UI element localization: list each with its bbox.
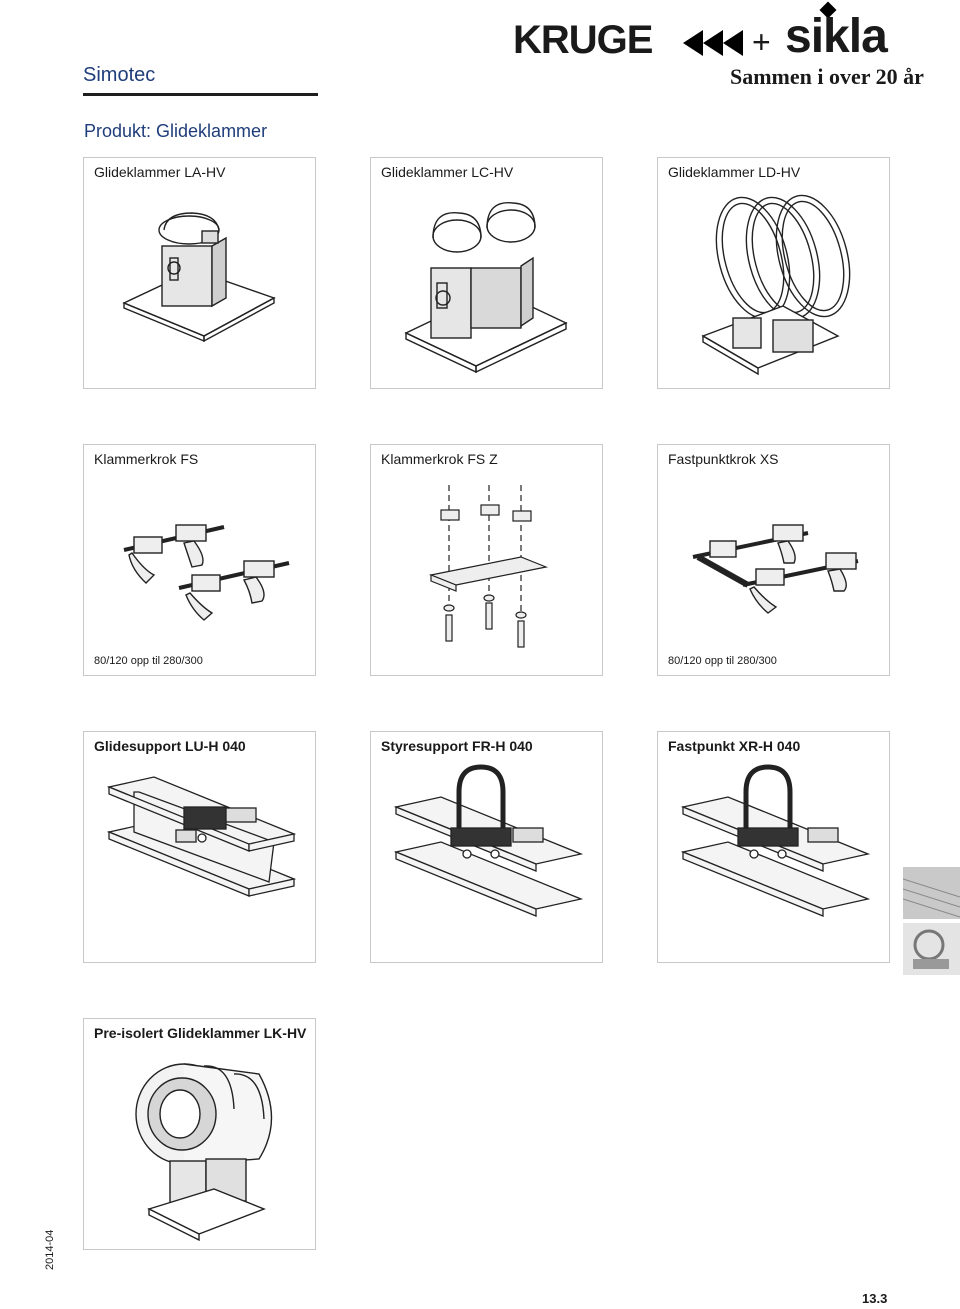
product-card: Fastpunkt XR-H 040: [657, 731, 890, 963]
page-number: 13.3: [862, 1291, 888, 1306]
clamp-hook-exploded-icon: [428, 485, 549, 648]
product-note: 80/120 opp til 280/300: [668, 655, 777, 667]
logo-plus: +: [752, 24, 771, 60]
insulated-pipe-clamp-icon: [135, 1063, 273, 1242]
product-title: Pre-isolert Glideklammer LK-HV: [94, 1025, 307, 1041]
product-title: Glideklammer LA-HV: [94, 164, 226, 180]
kruge-logo: KRUGE: [513, 18, 653, 62]
product-card: Glideklammer LA-HV: [83, 157, 316, 389]
product-card: Pre-isolert Glideklammer LK-HV: [83, 1018, 316, 1250]
product-note: 80/120 opp til 280/300: [94, 655, 203, 667]
header-rule: [83, 93, 318, 96]
product-title: Fastpunkt XR-H 040: [668, 738, 801, 754]
product-title: Klammerkrok FS Z: [381, 451, 498, 467]
pipe-clamp-slide-icon: [122, 212, 276, 343]
slogan: Sammen i over 20 år: [730, 64, 924, 89]
beam-guide-support-icon: [393, 764, 584, 917]
page-title: Produkt: Glideklammer: [84, 121, 268, 141]
product-card: Glideklammer LD-HV: [657, 157, 890, 389]
product-title: Fastpunktkrok XS: [668, 451, 779, 467]
large-pipe-clamp-icon: [701, 194, 851, 376]
product-card: Glideklammer LC-HV: [370, 157, 603, 389]
double-pipe-clamp-slide-icon: [404, 202, 568, 374]
product-title: Glideklammer LD-HV: [668, 164, 801, 180]
side-product-photo: [902, 867, 960, 975]
product-title: Glideklammer LC-HV: [381, 164, 514, 180]
brand-name: Simotec: [83, 64, 156, 86]
product-card: Klammerkrok FS 80/120 opp til 280/300: [83, 444, 316, 676]
kruge-arrows-icon: [683, 30, 747, 61]
beam-fixed-point-icon: [680, 764, 871, 917]
fixed-point-hook-icon: [692, 524, 859, 614]
product-title: Glidesupport LU-H 040: [94, 738, 246, 754]
clamp-hook-icon: [123, 524, 290, 621]
sikla-logo: sikla: [785, 10, 888, 63]
issue-date: 2014-04: [44, 1229, 56, 1270]
product-title: Styresupport FR-H 040: [381, 738, 533, 754]
product-card: Fastpunktkrok XS 80/120 opp til 280/300: [657, 444, 890, 676]
product-card: Klammerkrok FS Z: [370, 444, 603, 676]
product-title: Klammerkrok FS: [94, 451, 199, 467]
product-card: Styresupport FR-H 040: [370, 731, 603, 963]
product-card: Glidesupport LU-H 040: [83, 731, 316, 963]
beam-slide-support-icon: [106, 776, 297, 897]
